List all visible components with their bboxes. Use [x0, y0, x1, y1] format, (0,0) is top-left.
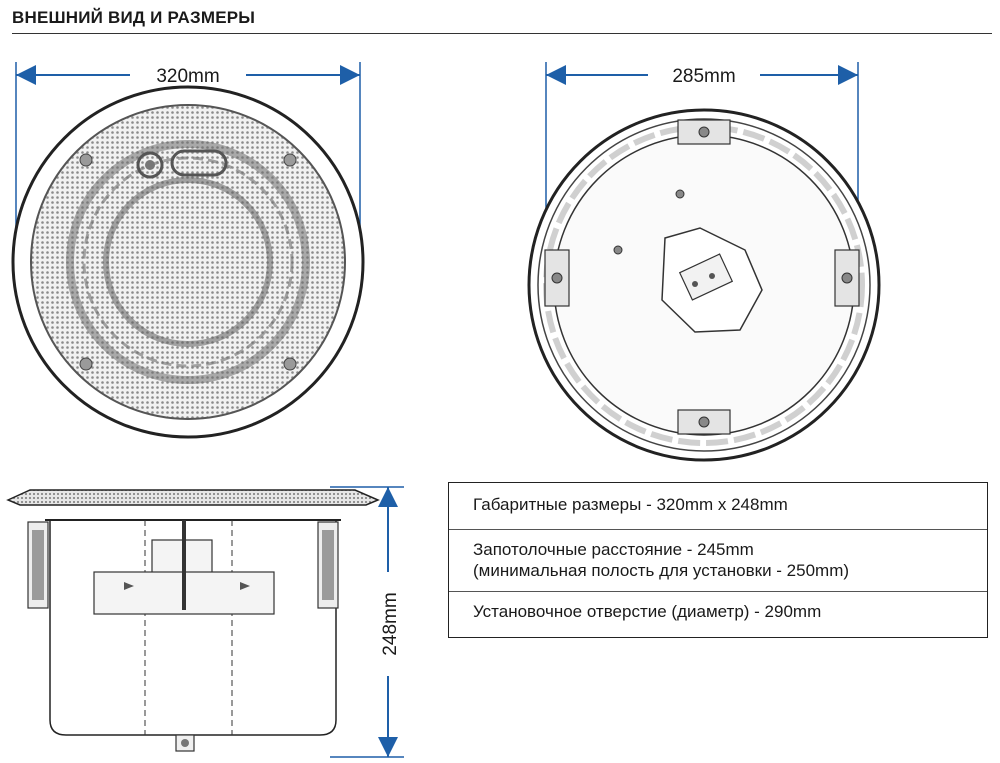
- side-view: 248mm: [6, 486, 404, 758]
- side-clamp-left-screw: [32, 530, 44, 600]
- front-indicator-ring: [136, 151, 164, 179]
- back-clamp-screw: [698, 416, 710, 428]
- back-mount-screw: [675, 189, 685, 199]
- back-clamp-screw: [551, 272, 563, 284]
- front-width-label: 320mm: [156, 66, 219, 87]
- back-terminal-screw: [709, 273, 715, 279]
- front-adjust-slot: [170, 149, 228, 177]
- spec-divider: [449, 529, 987, 530]
- spec-row-cutout: Установочное отверстие (диаметр) - 290mm: [449, 601, 987, 622]
- side-clamp-right-screw: [322, 530, 334, 600]
- front-screw-boss: [79, 357, 93, 371]
- back-clamp-screw: [698, 126, 710, 138]
- front-driver-ring-dashed: [82, 156, 294, 368]
- spec-row-ceiling-depth: Запотолочные расстояние - 245mm (минимал…: [449, 539, 987, 581]
- front-grille: [30, 104, 346, 420]
- back-inner-rim: [537, 118, 871, 452]
- front-driver-cone: [103, 177, 273, 347]
- front-indicator-dot: [145, 160, 155, 170]
- front-view: 320mm: [11, 62, 365, 439]
- back-terminal-screw: [692, 281, 698, 287]
- spec-table: Габаритные размеры - 320mm x 248mm Запот…: [448, 482, 988, 638]
- spec-text: Запотолочные расстояние - 245mm: [473, 540, 754, 559]
- back-terminal-block: [678, 253, 734, 301]
- front-screw-boss: [283, 153, 297, 167]
- back-mount-screw: [613, 245, 623, 255]
- page-title: ВНЕШНИЙ ВИД И РАЗМЕРЫ: [12, 8, 256, 27]
- title-divider: [12, 33, 992, 34]
- spec-divider: [449, 591, 987, 592]
- back-clamp-top: [677, 119, 731, 145]
- side-bottom-terminal-screw: [181, 739, 189, 747]
- spec-text: Установочное отверстие (диаметр) - 290mm: [473, 602, 822, 621]
- back-width-label: 285mm: [672, 66, 735, 87]
- front-driver-ring-outer: [66, 140, 310, 384]
- front-screw-boss: [283, 357, 297, 371]
- spec-text: (минимальная полость для установки - 250…: [473, 561, 850, 580]
- back-view: 285mm: [527, 62, 881, 462]
- side-flange: [6, 489, 380, 506]
- side-height-label: 248mm: [380, 592, 401, 655]
- spec-row-overall-size: Габаритные размеры - 320mm x 248mm: [449, 494, 987, 515]
- back-clamp-screw: [841, 272, 853, 284]
- front-screw-boss: [79, 153, 93, 167]
- spec-text: Габаритные размеры - 320mm x 248mm: [473, 495, 788, 514]
